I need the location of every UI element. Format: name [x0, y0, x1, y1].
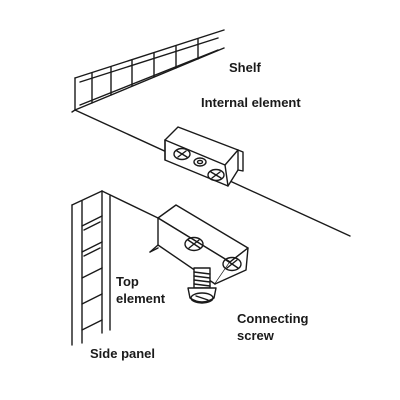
- internal-element-screw-left-icon: [173, 147, 191, 161]
- top-element-screw-right-icon: [222, 256, 242, 272]
- top-element-label-line1: Top: [116, 274, 139, 289]
- side-panel-board: [71, 190, 159, 346]
- top-element-screw-left-icon: [184, 236, 204, 252]
- shelf-board: [71, 29, 351, 237]
- top-element-label-line2: element: [116, 291, 166, 306]
- connecting-screw-part: [187, 267, 217, 304]
- connecting-screw-label: Connecting screw: [237, 310, 309, 344]
- side-panel-label: Side panel: [90, 346, 156, 361]
- internal-element-hole-icon: [193, 157, 207, 167]
- internal-element-part: [164, 126, 244, 187]
- connecting-screw-label-line1: Connecting: [237, 311, 309, 326]
- internal-element-screw-right-icon: [207, 168, 225, 182]
- top-element-part: [149, 204, 249, 285]
- connecting-screw-label-line2: screw: [237, 328, 274, 343]
- shelf-label: Shelf: [229, 60, 261, 75]
- top-element-label: Top element: [116, 273, 165, 307]
- internal-element-label: Internal element: [201, 95, 301, 110]
